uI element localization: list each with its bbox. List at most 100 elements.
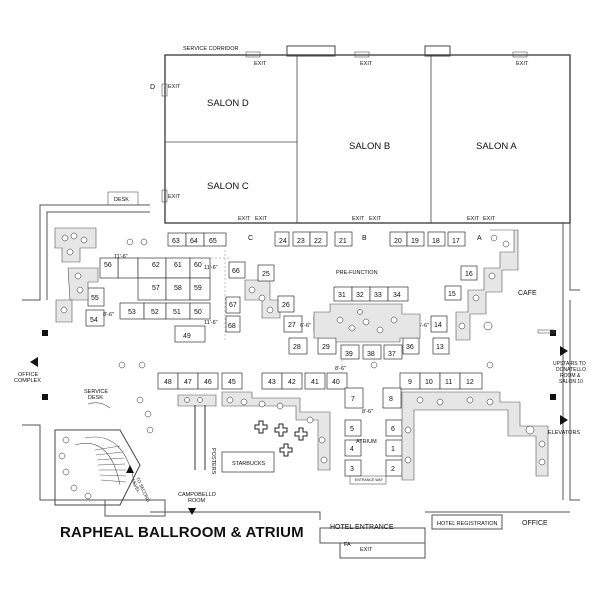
- exit-label: EXIT: [369, 216, 382, 222]
- dimension-label: 8'-6": [362, 409, 373, 415]
- booth-24: [274, 231, 290, 247]
- dimension-label: 8'-6": [335, 366, 346, 372]
- right-island: [430, 265, 478, 355]
- office-label: OFFICE: [522, 520, 548, 527]
- exit-label: EXIT: [254, 61, 267, 67]
- dimension-label: 8'-6": [103, 312, 114, 318]
- booth-58-label: 58: [174, 285, 182, 292]
- booth-11-label: 11: [445, 379, 452, 386]
- atrium-planter-right: [401, 391, 549, 481]
- booth-4-label: 4: [350, 446, 354, 453]
- atrium-label: ATRIUM: [356, 439, 377, 445]
- door-a-label: A: [477, 235, 482, 242]
- booth-64-label: 64: [190, 238, 198, 245]
- entrance-way-label: ENTRANCE WAY: [355, 478, 383, 482]
- booth-67-label: 67: [229, 302, 237, 309]
- booth-34-label: 34: [393, 292, 401, 299]
- exit-label: EXIT: [483, 216, 496, 222]
- starbucks-label: STARBUCKS: [232, 461, 266, 467]
- booth-63-label: 63: [172, 238, 180, 245]
- booth-20-label: 20: [394, 238, 402, 245]
- booth-62-label: 62: [152, 262, 160, 269]
- booth-7-label: 7: [351, 396, 355, 403]
- planter: [54, 227, 97, 263]
- door-b-label: B: [362, 235, 367, 242]
- atrium: [344, 387, 403, 485]
- arrow-right-icon: [560, 415, 568, 425]
- hotel-registration-label: HOTEL REGISTRATION: [437, 521, 498, 527]
- exit-label: EXIT: [238, 216, 251, 222]
- booth-36-label: 36: [406, 344, 414, 351]
- arrow-up-icon: [126, 465, 134, 473]
- booth-27-label: 27: [288, 322, 296, 329]
- booth-9-label: 9: [408, 379, 412, 386]
- fa-label: FA: [344, 542, 351, 548]
- booth-22: [309, 231, 328, 247]
- booth-49-label: 49: [183, 333, 191, 340]
- booth-10-label: 10: [425, 379, 433, 386]
- booth-19-label: 19: [411, 238, 419, 245]
- booth-43-label: 43: [268, 379, 276, 386]
- exit-label: EXIT: [168, 194, 181, 200]
- desk-label: DESK: [114, 197, 129, 203]
- left-island: [85, 257, 246, 343]
- outer-walls: [22, 204, 580, 559]
- booth-8-label: 8: [389, 396, 393, 403]
- right-planter: [455, 229, 519, 341]
- booth-23-label: 23: [297, 238, 305, 245]
- exit-label: EXIT: [255, 216, 268, 222]
- dimension-label: 4'-6": [418, 323, 429, 329]
- booth-65-label: 65: [209, 238, 217, 245]
- booth-52-label: 52: [151, 309, 159, 316]
- booth-56-label: 56: [104, 262, 112, 269]
- booth-15-label: 15: [448, 291, 456, 298]
- booth-24-label: 24: [279, 238, 287, 245]
- booth-5-label: 5: [350, 426, 354, 433]
- dimension-label: 11'-6": [204, 265, 218, 271]
- booth-59-label: 59: [194, 285, 202, 292]
- top-booth-row: [274, 231, 466, 247]
- booth-61-label: 61: [174, 262, 182, 269]
- booth-66-label: 66: [232, 268, 240, 275]
- booth-42-label: 42: [288, 379, 296, 386]
- booth-47-label: 47: [184, 379, 192, 386]
- staircase-area: [54, 429, 141, 506]
- booth-55-label: 55: [91, 295, 99, 302]
- exit-label: EXIT: [168, 84, 181, 90]
- booth-18-label: 18: [432, 238, 440, 245]
- to-second-level-label: TO SECONDLEVEL: [131, 476, 152, 505]
- door-marker: [42, 394, 48, 400]
- posters-label: POSTERS: [210, 448, 216, 475]
- booth-22-label: 22: [314, 238, 322, 245]
- booth-13-label: 13: [436, 344, 444, 351]
- door-d-label: D: [150, 84, 155, 91]
- booth-14-label: 14: [434, 322, 442, 329]
- booth-17-label: 17: [452, 238, 460, 245]
- booth-51-label: 51: [173, 309, 181, 316]
- salon-a-label: SALON A: [476, 141, 517, 152]
- arrow-down-icon: [188, 508, 196, 515]
- dimension-label: 11'-6": [114, 254, 128, 260]
- plant-group: [58, 232, 546, 500]
- booth-45-label: 45: [228, 379, 236, 386]
- booth-17: [447, 231, 466, 247]
- booth-65: [203, 232, 227, 247]
- booth-12-label: 12: [466, 379, 474, 386]
- booth-40-label: 40: [332, 379, 340, 386]
- starbucks-box: [221, 451, 275, 473]
- booth-18: [427, 231, 446, 247]
- planter: [177, 394, 217, 407]
- salon-b-label: SALON B: [349, 141, 390, 152]
- booth-29-label: 29: [322, 344, 330, 351]
- salon-c-label: SALON C: [207, 181, 249, 192]
- cafe-label: CAFE: [518, 290, 537, 297]
- arrow-left-icon: [30, 357, 38, 367]
- page-title: RAPHEAL BALLROOM & ATRIUM: [60, 524, 304, 541]
- pre-function-label: PRE-FUNCTION: [336, 270, 378, 276]
- lower-booth-row: [157, 372, 483, 390]
- booth-21: [334, 231, 353, 247]
